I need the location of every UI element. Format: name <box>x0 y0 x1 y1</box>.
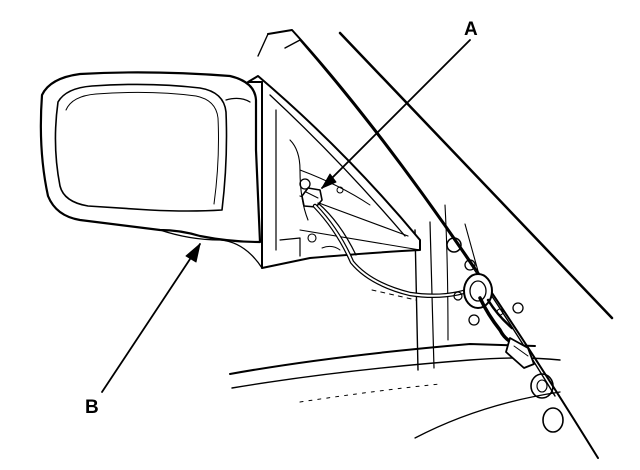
door-holes <box>446 237 564 433</box>
door-window-frame <box>257 29 614 459</box>
leader-line-b <box>101 243 201 393</box>
mirror-assembly <box>39 71 263 269</box>
callout-label-a: A <box>464 19 478 40</box>
leader-arrow-a <box>321 173 337 189</box>
leader-arrow-b <box>185 243 201 263</box>
callout-label-b: B <box>85 397 99 418</box>
leader-line-a <box>321 39 471 189</box>
leader-lines <box>101 39 471 393</box>
mirror-mount-plate <box>247 75 421 269</box>
connector <box>463 273 535 369</box>
wire-harness <box>312 202 483 301</box>
mounting-nut <box>301 187 323 208</box>
